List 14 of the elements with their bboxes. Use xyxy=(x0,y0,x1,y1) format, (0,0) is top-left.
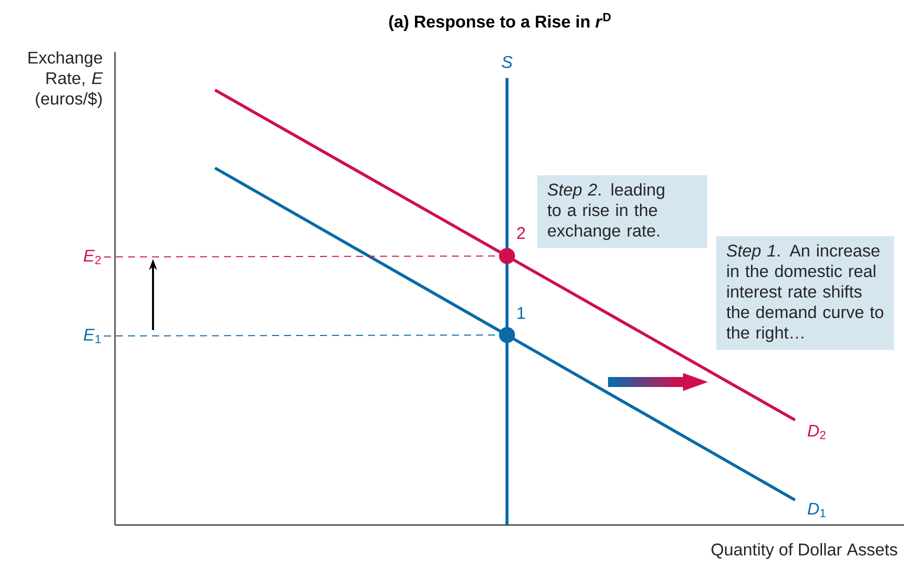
chart-title: (a) Response to a Rise in r$^{D}$ xyxy=(389,13,611,31)
curve-label: D$_{1}$ xyxy=(808,502,826,518)
point-number: 2 xyxy=(517,227,525,239)
point-number: 1 xyxy=(518,307,525,319)
equilibrium-point xyxy=(499,248,515,264)
equilibrium-point xyxy=(499,327,515,343)
axis-tick-label: E$_{2}$ xyxy=(84,250,101,264)
axis-tick-label: E$_{1}$ xyxy=(84,328,101,344)
axis-label: Quantity of Dollar Assets xyxy=(712,543,898,559)
axis-label: Exchange Rate, E (euros/$) xyxy=(28,51,103,108)
callout-box: Step 1. An increase in the domestic real interest rate shifts the demand curve to the right… xyxy=(716,236,894,350)
callout-box: Step 2. leading to a rise in the exchange rate. xyxy=(537,175,708,248)
curve-label: S xyxy=(502,56,512,68)
curve-label: D$_{2}$ xyxy=(808,424,826,440)
